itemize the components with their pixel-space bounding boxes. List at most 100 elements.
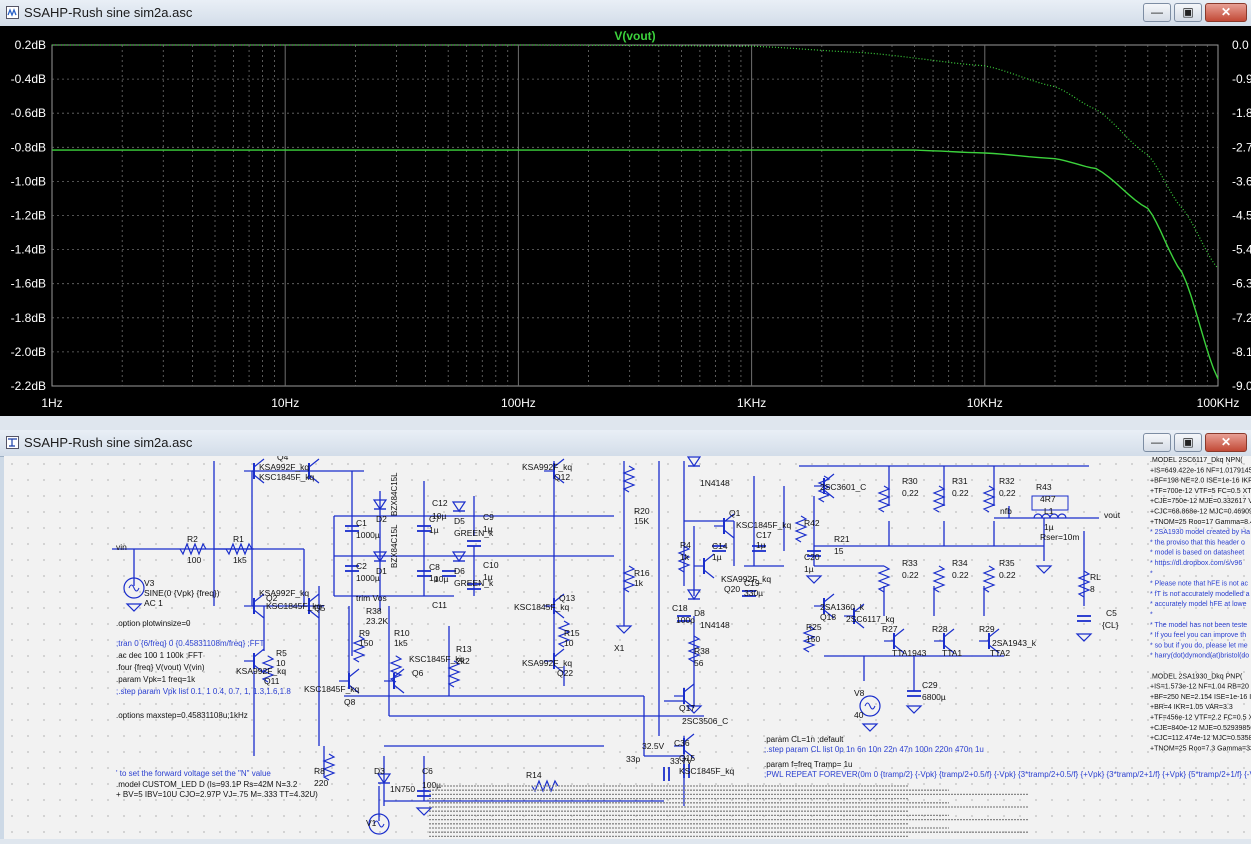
- transistor-symbol[interactable]: [544, 593, 565, 619]
- diode-symbol[interactable]: [451, 501, 467, 513]
- model-text-line[interactable]: .MODEL 2SA1930_Dkq PNP(: [1150, 673, 1243, 680]
- diode-symbol[interactable]: [451, 551, 467, 563]
- resistor-symbol[interactable]: [982, 565, 996, 593]
- transistor-symbol[interactable]: [934, 628, 955, 654]
- capacitor-symbol[interactable]: [417, 790, 431, 797]
- capacitor-symbol[interactable]: [417, 570, 431, 577]
- resistor-symbol[interactable]: [877, 485, 891, 513]
- resistor-symbol[interactable]: [322, 753, 336, 781]
- spice-directive[interactable]: ;tran 0 {6/freq} 0 {0.45831108m/freq} ;F…: [116, 639, 265, 648]
- resistor-symbol[interactable]: [352, 635, 366, 663]
- capacitor-symbol[interactable]: [345, 525, 359, 532]
- dc-source-icon[interactable]: [368, 813, 390, 835]
- resistor-symbol[interactable]: [447, 660, 461, 688]
- capacitor-symbol[interactable]: [345, 565, 359, 572]
- transistor-symbol[interactable]: [674, 683, 695, 709]
- resistor-symbol[interactable]: [225, 542, 253, 556]
- transistor-symbol[interactable]: [299, 593, 320, 619]
- transistor-symbol[interactable]: [384, 668, 405, 694]
- resistor-symbol[interactable]: [794, 515, 808, 543]
- model-text-line[interactable]: +BF=198 NE=2.0 ISE=1e-16 IKF: [1150, 478, 1251, 485]
- transistor-symbol[interactable]: [299, 458, 320, 484]
- transistor-symbol[interactable]: [979, 628, 1000, 654]
- diode-symbol[interactable]: [686, 589, 702, 601]
- model-text-line[interactable]: * fT is not accurately modelled a: [1150, 591, 1250, 598]
- capacitor-symbol[interactable]: [663, 767, 670, 781]
- spice-directive[interactable]: ;PWL REPEAT FOREVER(0m 0 {tramp/2} {-Vpk…: [764, 770, 1251, 779]
- resistor-symbol[interactable]: [932, 485, 946, 513]
- schematic-minimize-button[interactable]: —: [1143, 433, 1171, 452]
- model-text-line[interactable]: +TF=700e-12 VTF=5 FC=0.5 XTF: [1150, 488, 1251, 495]
- model-text-line[interactable]: +CJC=68.868e-12 MJC=0.46909: [1150, 509, 1251, 516]
- model-text-line[interactable]: * Please note that hFE is not ac: [1150, 581, 1249, 588]
- capacitor-symbol[interactable]: [683, 764, 690, 778]
- transistor-symbol[interactable]: [884, 628, 905, 654]
- spice-directive[interactable]: ' to set the forward voltage set the "N"…: [116, 769, 271, 778]
- capacitor-symbol[interactable]: [417, 525, 431, 532]
- resistor-symbol[interactable]: [877, 565, 891, 593]
- model-text-line[interactable]: * The model has not been teste: [1150, 622, 1247, 629]
- minimize-button[interactable]: —: [1143, 3, 1171, 22]
- model-text-line[interactable]: * If you feel you can improve th: [1150, 632, 1246, 639]
- spice-directive[interactable]: .param f=freq Tramp= 1u: [764, 760, 853, 769]
- model-text-line[interactable]: +CJE=840e-12 MJE=0.52939856: [1150, 725, 1251, 732]
- maximize-button[interactable]: ▣: [1174, 3, 1202, 22]
- capacitor-symbol[interactable]: [467, 540, 481, 547]
- model-text-line[interactable]: * harry(dot)dymond(at)bristol(do: [1150, 653, 1249, 660]
- model-text-line[interactable]: * https://dl.dropbox.com/s/v96: [1150, 560, 1242, 567]
- model-text-line[interactable]: +IS=649.422e-16 NF=1.0179145: [1150, 467, 1251, 474]
- model-text-line[interactable]: +BF=250 NE=2.154 ISE=1e-16 IK: [1150, 694, 1251, 701]
- transistor-symbol[interactable]: [244, 648, 265, 674]
- model-text-line[interactable]: +CJC=112.474e-12 MJC=0.5358: [1150, 735, 1251, 742]
- resistor-symbol[interactable]: [932, 565, 946, 593]
- capacitor-symbol[interactable]: [467, 583, 481, 590]
- resistor-symbol[interactable]: [982, 485, 996, 513]
- model-text-line[interactable]: * 2SA1930 model created by Ha: [1150, 529, 1250, 536]
- model-text-line[interactable]: * so but if you do, please let me: [1150, 642, 1248, 649]
- transistor-symbol[interactable]: [694, 553, 715, 579]
- resistor-symbol[interactable]: [389, 655, 403, 683]
- resistor-symbol[interactable]: [622, 565, 636, 593]
- resistor-symbol[interactable]: [261, 655, 275, 683]
- spice-directive[interactable]: .ac dec 100 1 100k ;FFT: [116, 651, 203, 660]
- transistor-symbol[interactable]: [244, 593, 265, 619]
- model-text-line[interactable]: * model is based on datasheet: [1150, 550, 1244, 557]
- capacitor-symbol[interactable]: [1077, 615, 1091, 622]
- sine-source-icon[interactable]: [123, 577, 145, 599]
- model-text-line[interactable]: +CJE=750e-12 MJE=0.332617 V: [1150, 498, 1251, 505]
- diode-symbol[interactable]: [376, 773, 392, 785]
- model-text-line[interactable]: +IS=1.573e-12 NF=1.04 RB=20 R: [1150, 684, 1251, 691]
- diode-symbol[interactable]: [372, 499, 388, 511]
- schematic-close-button[interactable]: ✕: [1205, 433, 1247, 452]
- transistor-symbol[interactable]: [339, 668, 360, 694]
- transistor-symbol[interactable]: [814, 593, 835, 619]
- transistor-symbol[interactable]: [544, 648, 565, 674]
- capacitor-symbol[interactable]: [752, 545, 766, 552]
- resistor-symbol[interactable]: [622, 465, 636, 493]
- capacitor-symbol[interactable]: [677, 615, 691, 622]
- diode-symbol[interactable]: [372, 551, 388, 563]
- close-button[interactable]: ✕: [1205, 3, 1247, 22]
- model-text-line[interactable]: +BR=4 IKR=1.05 VAR=3.3: [1150, 704, 1233, 711]
- transistor-symbol[interactable]: [674, 733, 695, 759]
- transistor-symbol[interactable]: [244, 458, 265, 484]
- dc-source-icon[interactable]: [859, 695, 881, 717]
- capacitor-symbol[interactable]: [742, 590, 756, 597]
- capacitor-symbol[interactable]: [907, 690, 921, 697]
- resistor-symbol[interactable]: [802, 625, 816, 653]
- spice-directive[interactable]: .model CUSTOM_LED D (Is=93.1P Rs=42M N=3…: [116, 780, 298, 789]
- capacitor-symbol[interactable]: [712, 545, 726, 552]
- capacitor-symbol[interactable]: [442, 570, 456, 577]
- trace-label[interactable]: V(vout): [614, 29, 655, 43]
- schematic-maximize-button[interactable]: ▣: [1174, 433, 1202, 452]
- transistor-symbol[interactable]: [844, 603, 865, 629]
- resistor-symbol[interactable]: [677, 545, 691, 573]
- model-text-line[interactable]: * the proviso that this header o: [1150, 539, 1245, 546]
- model-text-line[interactable]: *: [1150, 612, 1153, 619]
- diode-symbol[interactable]: [686, 456, 702, 468]
- model-text-line[interactable]: +TNOM=25 Roo=7.3 Gamma=33.1u: [1150, 745, 1251, 752]
